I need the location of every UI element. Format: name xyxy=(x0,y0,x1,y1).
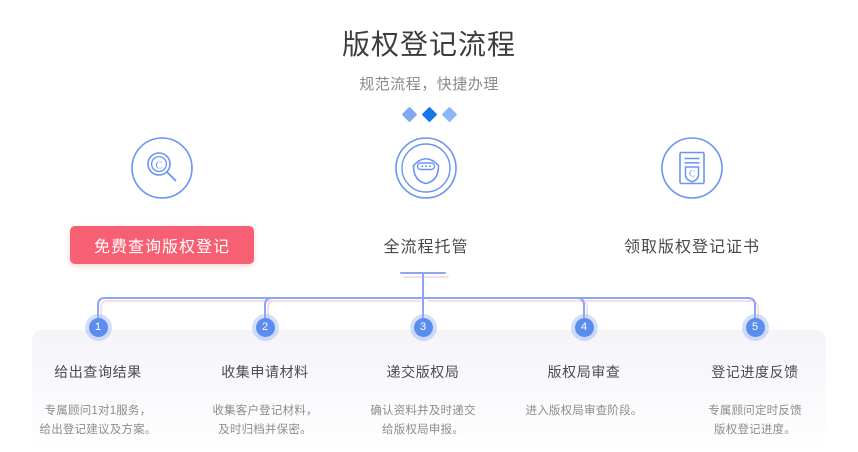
service-label-wrap-escrow: 全流程托管 xyxy=(283,225,569,265)
step-description-line: 给版权局申报。 xyxy=(382,424,464,436)
step-description-line: 收集客户登记材料， xyxy=(212,405,318,417)
step-description: 专属顾问定时反馈 版权登记进度。 xyxy=(675,402,835,440)
service-column-certificate: C 领取版权登记证书 xyxy=(549,136,835,265)
step-description-line: 进入版权局审查阶段。 xyxy=(525,405,643,417)
service-label-wrap-certificate: 领取版权登记证书 xyxy=(549,225,835,265)
step-item-5: 5 登记进度反馈 专属顾问定时反馈 版权登记进度。 xyxy=(675,318,835,440)
step-description-line: 专属顾问定时反馈 xyxy=(708,405,802,417)
service-columns: C 免费查询版权登记 全流程托管 xyxy=(0,136,858,276)
certificate-shield-icon: C xyxy=(661,137,723,199)
step-number-badge: 2 xyxy=(255,318,275,337)
step-title: 版权局审查 xyxy=(547,364,621,380)
step-title: 登记进度反馈 xyxy=(711,364,799,380)
step-number-badge: 4 xyxy=(574,318,594,337)
svg-text:C: C xyxy=(155,160,162,171)
step-item-1: 1 给出查询结果 专属顾问1对1服务， 给出登记建议及方案。 xyxy=(18,318,178,440)
step-description: 进入版权局审查阶段。 xyxy=(504,402,664,421)
center-connector-shadow xyxy=(403,276,449,278)
step-description: 专属顾问1对1服务， 给出登记建议及方案。 xyxy=(18,402,178,440)
step-description-line: 确认资料并及时递交 xyxy=(370,405,476,417)
step-description-line: 专属顾问1对1服务， xyxy=(44,405,152,417)
copyright-search-icon: C xyxy=(131,137,193,199)
basket-escrow-icon xyxy=(395,137,457,199)
step-title: 给出查询结果 xyxy=(54,364,142,380)
step-description-line: 版权登记进度。 xyxy=(714,424,796,436)
step-description-line: 给出登记建议及方案。 xyxy=(39,424,157,436)
step-title: 收集申请材料 xyxy=(221,364,309,380)
step-description-line: 及时归档并保密。 xyxy=(218,424,312,436)
service-column-query: C 免费查询版权登记 xyxy=(19,136,305,265)
step-description: 收集客户登记材料， 及时归档并保密。 xyxy=(185,402,345,440)
service-label-wrap-query: 免费查询版权登记 xyxy=(19,225,305,265)
svg-text:C: C xyxy=(689,169,695,179)
page-header: 版权登记流程 规范流程，快捷办理 xyxy=(0,26,858,122)
step-item-3: 3 递交版权局 确认资料并及时递交 给版权局申报。 xyxy=(343,318,503,440)
service-label-certificate: 领取版权登记证书 xyxy=(623,239,760,256)
service-column-escrow: 全流程托管 xyxy=(283,136,569,265)
step-item-2: 2 收集申请材料 收集客户登记材料， 及时归档并保密。 xyxy=(185,318,345,440)
step-title: 递交版权局 xyxy=(386,364,460,380)
step-number-badge: 3 xyxy=(413,318,433,337)
step-item-4: 4 版权局审查 进入版权局审查阶段。 xyxy=(504,318,664,421)
page-subtitle: 规范流程，快捷办理 xyxy=(359,76,499,93)
steps-panel-background xyxy=(32,330,826,452)
step-number-badge: 1 xyxy=(88,318,108,337)
page-title: 版权登记流程 xyxy=(341,29,516,60)
step-description: 确认资料并及时递交 给版权局申报。 xyxy=(343,402,503,440)
step-number-badge: 5 xyxy=(745,318,765,337)
service-label-escrow: 全流程托管 xyxy=(383,239,469,256)
free-copyright-query-button[interactable]: 免费查询版权登记 xyxy=(70,226,254,264)
